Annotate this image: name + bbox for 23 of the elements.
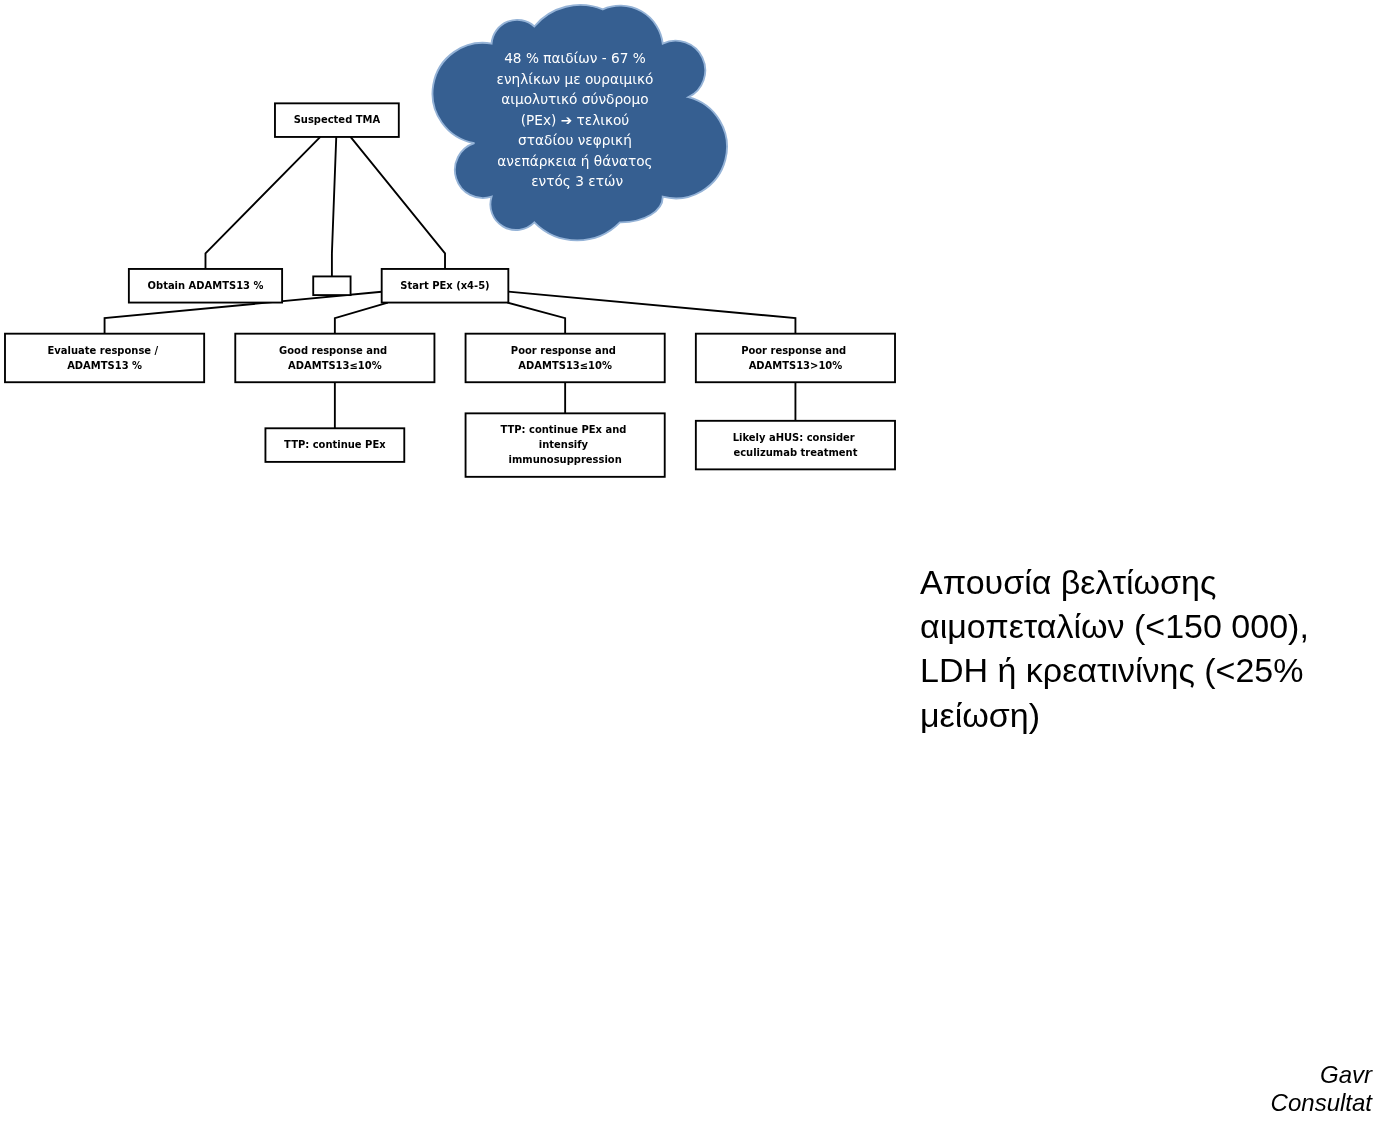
node-box: Likely aHUS: consider eculizumab treatment (694, 419, 896, 471)
node-box: Poor response and ADAMTS13≤10% (464, 332, 666, 384)
connector (564, 381, 567, 415)
node-box: Obtain ADAMTS13 % (127, 268, 284, 304)
node-box (312, 275, 352, 297)
node-box: Poor response and ADAMTS13>10% (694, 332, 896, 384)
note-text: Απουσία βελτίωσης αιμοπεταλίων (<150 000), LDH ή κρεατινίνης (<25% μείωση) (920, 562, 1310, 736)
citation-text: Gavr (1319, 1061, 1372, 1089)
connector (333, 301, 389, 335)
node-box: Good response and ADAMTS13≤10% (234, 332, 436, 384)
node-box: Suspected TMA (274, 102, 400, 138)
connector (330, 136, 338, 278)
node-box: Start PEx (x4-5) (380, 268, 510, 304)
connector (507, 290, 797, 335)
connector (794, 381, 797, 422)
connector (204, 136, 322, 270)
node-box: TTP: continue PEx and intensify immunosuppression (464, 412, 666, 478)
node-box: TTP: continue PEx (264, 427, 406, 463)
connector (333, 381, 336, 430)
connector (506, 301, 567, 335)
citation-text: Consultat (1270, 1089, 1372, 1117)
node-box: Evaluate response / ADAMTS13 % (4, 332, 206, 384)
connector (349, 136, 446, 270)
